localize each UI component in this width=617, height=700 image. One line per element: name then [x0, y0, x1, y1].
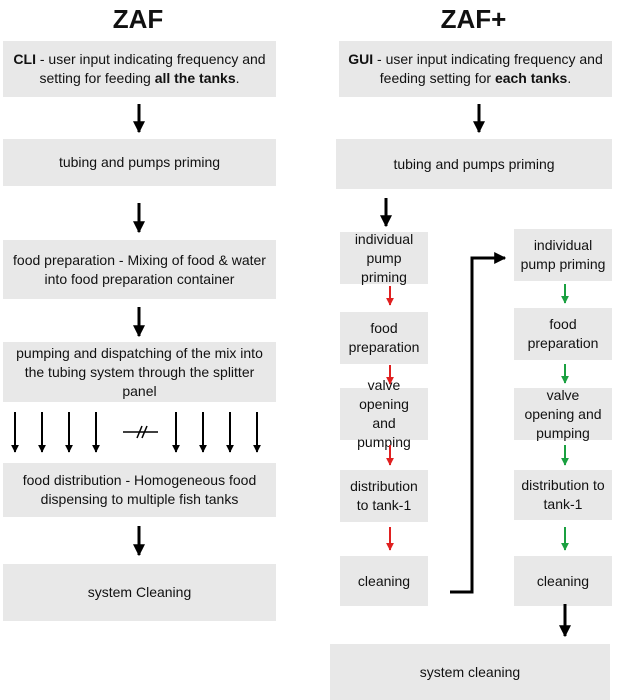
right-b-distribution: distribution to tank-1 — [514, 470, 612, 520]
ellipsis-slash-2 — [141, 425, 148, 439]
right-a-distribution: distribution to tank-1 — [340, 470, 428, 522]
loop-connector-arrow — [450, 252, 507, 594]
ellipsis-slash-1 — [136, 425, 143, 439]
right-b-pump-priming: individual pump priming — [514, 229, 612, 281]
right-a-food-preparation: food preparation — [340, 312, 428, 364]
right-b-valve-pumping: valve opening and pumping — [514, 387, 612, 441]
left-input-bold: all the tanks — [154, 70, 236, 86]
right-input-bold: each tanks — [494, 70, 568, 86]
right-final-cleaning-box: system cleaning — [330, 644, 610, 700]
left-cleaning-box: system Cleaning — [3, 564, 276, 621]
right-input-box: GUI - user input indicating frequency an… — [339, 41, 612, 97]
title-zaf-plus: ZAF+ — [440, 4, 507, 34]
right-input-text: - user input indicating frequency and fe… — [373, 51, 603, 86]
left-pumping-box: pumping and dispatching of the mix into … — [3, 342, 276, 402]
left-input-end: . — [235, 70, 240, 86]
left-priming-box: tubing and pumps priming — [3, 139, 276, 186]
left-input-key: CLI — [13, 51, 36, 67]
right-b-cleaning: cleaning — [514, 556, 612, 606]
right-input-key: GUI — [348, 51, 374, 67]
left-distribution-box: food distribution - Homogeneous food dis… — [3, 463, 276, 517]
left-input-box: CLI - user input indicating frequency an… — [3, 41, 276, 97]
left-input-text: - user input indicating frequency and se… — [35, 51, 266, 86]
right-a-pump-priming: individual pump priming — [340, 231, 428, 285]
right-input-end: . — [567, 70, 572, 86]
right-priming-box: tubing and pumps priming — [336, 139, 612, 189]
right-b-food-preparation: food preparation — [514, 308, 612, 360]
left-food-prep-box: food preparation - Mixing of food & wate… — [3, 240, 276, 299]
title-zaf: ZAF — [112, 4, 164, 34]
right-a-cleaning: cleaning — [340, 556, 428, 606]
